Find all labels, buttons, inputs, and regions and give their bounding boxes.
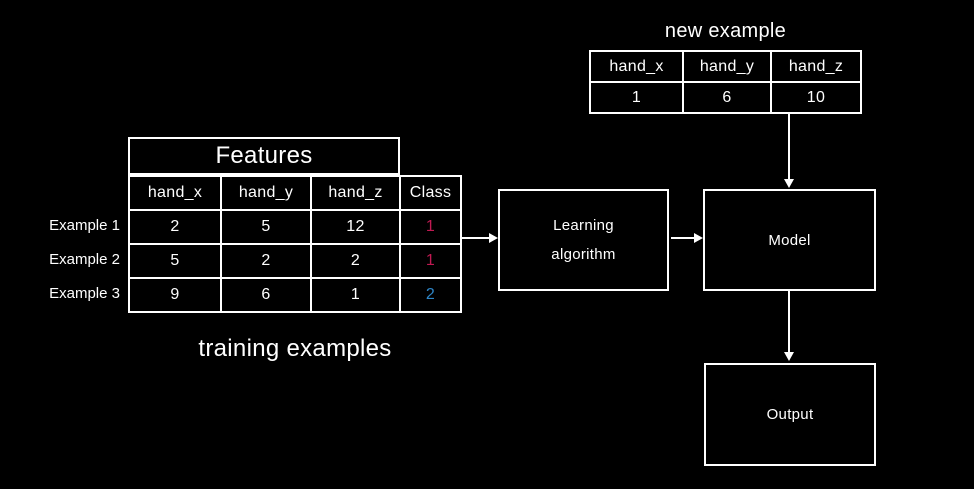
arrow-line xyxy=(462,237,490,239)
learning-algorithm-label-line1: Learning xyxy=(553,217,614,234)
arrow-head xyxy=(784,179,794,188)
column-header-cell: hand_y xyxy=(221,176,311,210)
data-cell: 6 xyxy=(683,82,771,113)
data-cell: 5 xyxy=(221,210,311,244)
training-examples-caption: training examples xyxy=(198,335,392,362)
data-cell: 6 xyxy=(221,278,311,312)
data-cell: 9 xyxy=(129,278,221,312)
arrow-line xyxy=(788,291,790,353)
row-label: Example 2 xyxy=(49,251,120,268)
model-label: Model xyxy=(768,231,811,249)
arrow-line xyxy=(788,114,790,180)
output-box: Output xyxy=(704,363,876,466)
arrow-line xyxy=(671,237,695,239)
data-cell: 10 xyxy=(771,82,861,113)
column-header-cell: hand_z xyxy=(311,176,400,210)
data-cell: 2 xyxy=(221,244,311,278)
features-title-label: Features xyxy=(215,142,313,169)
column-header-cell: hand_x xyxy=(129,176,221,210)
output-label: Output xyxy=(766,406,814,423)
new-example-table: hand_x hand_y hand_z 1 6 10 xyxy=(589,50,862,114)
learning-algorithm-label-line2: algorithm xyxy=(551,246,616,263)
row-label: Example 3 xyxy=(49,285,120,302)
data-cell: 1 xyxy=(311,278,400,312)
arrow-head xyxy=(694,233,703,243)
row-label: Example 1 xyxy=(49,217,120,234)
learning-algorithm-box: Learning algorithm xyxy=(498,189,669,291)
column-header-cell: hand_y xyxy=(683,51,771,82)
training-table: hand_x hand_y hand_z Class 2 5 12 1 5 2 … xyxy=(128,175,462,313)
data-cell: 12 xyxy=(311,210,400,244)
class-cell: 2 xyxy=(400,278,461,312)
data-cell: 5 xyxy=(129,244,221,278)
arrow-head xyxy=(784,352,794,361)
class-cell: 1 xyxy=(400,244,461,278)
data-cell: 1 xyxy=(590,82,683,113)
data-cell: 2 xyxy=(311,244,400,278)
column-header-cell: Class xyxy=(400,176,461,210)
class-cell: 1 xyxy=(400,210,461,244)
model-box: Model xyxy=(703,189,876,291)
column-header-cell: hand_z xyxy=(771,51,861,82)
features-table-title: Features xyxy=(128,137,400,175)
data-cell: 2 xyxy=(129,210,221,244)
new-example-title: new example xyxy=(664,20,787,42)
column-header-cell: hand_x xyxy=(590,51,683,82)
arrow-head xyxy=(489,233,498,243)
